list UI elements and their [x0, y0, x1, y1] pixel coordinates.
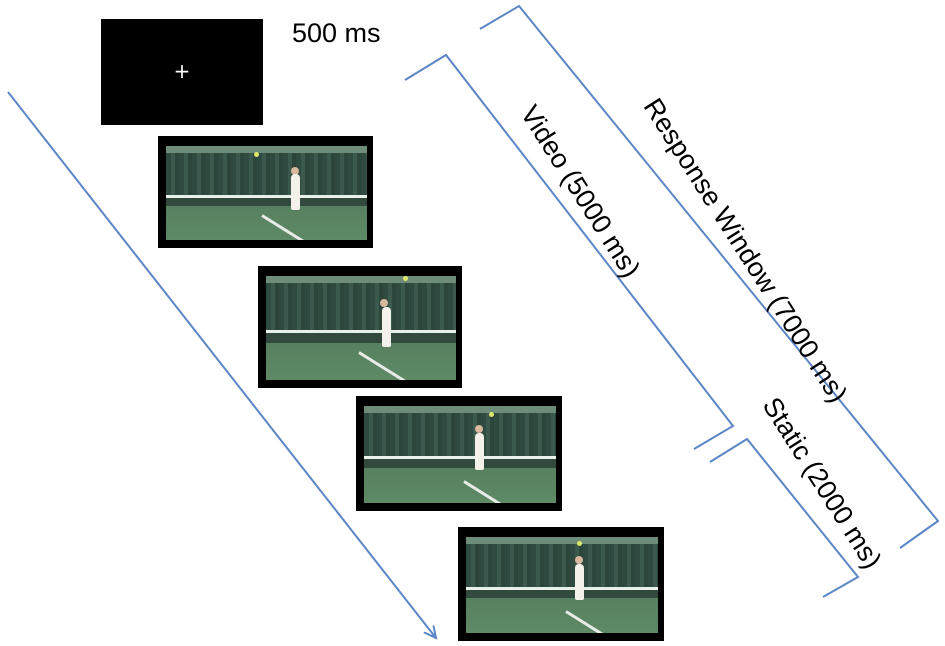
video-frame-2: [258, 266, 462, 388]
static-bracket: [709, 437, 860, 598]
fixation-cross: +: [173, 58, 191, 83]
tennis-court-image: [364, 406, 556, 503]
fixation-frame: +: [101, 19, 263, 125]
video-frame-3: [356, 396, 562, 511]
time-arrow: [7, 91, 436, 638]
video-frame-1: [158, 136, 373, 248]
video-frame-4: [458, 527, 664, 641]
tennis-court-image: [166, 146, 367, 240]
tennis-court-image: [466, 537, 658, 633]
fixation-duration-label: 500 ms: [292, 18, 381, 48]
video-bracket: [404, 53, 735, 450]
tennis-court-image: [266, 276, 456, 380]
response-window-bracket: [479, 4, 940, 549]
